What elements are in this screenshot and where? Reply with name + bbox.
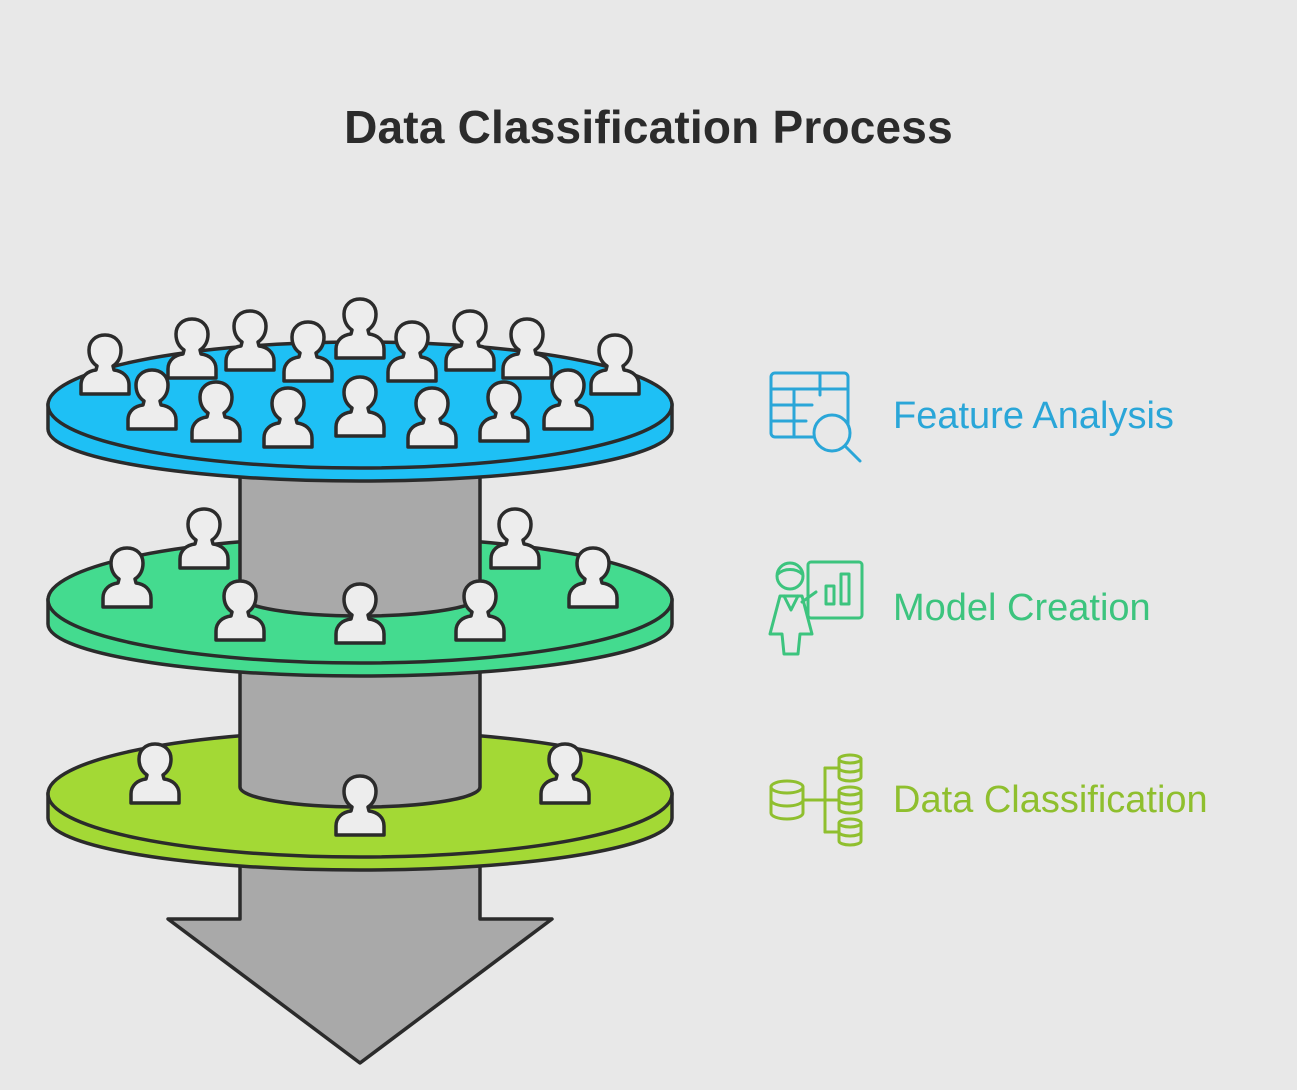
person-icon bbox=[334, 297, 386, 360]
legend-label-data-classification: Data Classification bbox=[893, 779, 1208, 821]
person-icon bbox=[224, 309, 276, 372]
person-icon bbox=[444, 309, 496, 372]
table-search-icon bbox=[769, 371, 862, 463]
presenter-chart-icon bbox=[768, 560, 864, 656]
legend-label-feature-analysis: Feature Analysis bbox=[893, 395, 1174, 437]
legend-label-model-creation: Model Creation bbox=[893, 587, 1151, 629]
database-hierarchy-icon bbox=[769, 753, 863, 847]
person-icon bbox=[178, 507, 230, 570]
person-icon bbox=[489, 507, 541, 570]
page-title: Data Classification Process bbox=[344, 101, 953, 153]
funnel-arrow-head bbox=[166, 858, 554, 1065]
